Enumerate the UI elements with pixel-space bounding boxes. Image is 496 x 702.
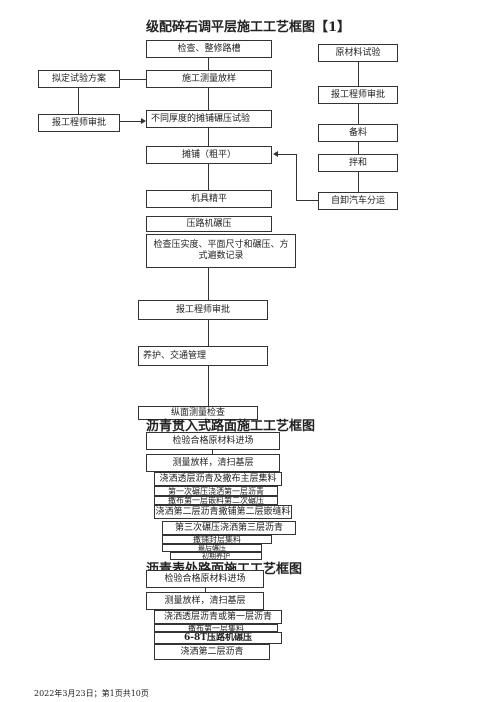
surface-treat-step-3: 浇洒透层沥青或第一层沥青 (154, 610, 282, 624)
section2-title: 沥青贯入式路面施工工艺框图 (146, 419, 316, 434)
asphalt-pen-step-7: 第三次碾压浇洒第三层沥青 (162, 521, 296, 535)
flow-step-inspect: 检查压实度、平面尺寸和碾压、方式遍数记录 (146, 234, 296, 268)
flow-left-trial-plan: 拟定试验方案 (38, 70, 120, 88)
flow-right-mixing: 拌和 (318, 154, 398, 172)
flow-left-approval: 报工程师审批 (38, 114, 120, 132)
flow-step-check-subgrade: 检查、整修路槽 (146, 40, 272, 58)
flow-step-compact: 压路机碾压 (146, 216, 272, 232)
flow-right-haul: 自卸汽车分运 (318, 192, 398, 210)
asphalt-pen-step-9: 最后碾压 (162, 544, 262, 552)
flow-step-profile-check: 纵面测量检查 (138, 406, 258, 420)
asphalt-pen-step-10: 初期养护 (170, 552, 262, 560)
asphalt-pen-step-8: 撒铺封层集料 (162, 535, 272, 544)
flow-right-approval: 报工程师审批 (318, 86, 398, 104)
asphalt-pen-step-4: 第一次碾压浇洒第一层沥青 (154, 486, 278, 496)
flow-step-trial: 不同厚度的摊铺碾压试验 (146, 110, 272, 128)
flow-step-fine-level: 机具精平 (146, 190, 272, 208)
flow-right-stockpile: 备料 (318, 124, 398, 142)
flow-step-spread: 摊铺（粗平） (146, 146, 272, 164)
surface-treat-step-4: 撒布第一层集料 (154, 624, 278, 632)
surface-treat-step-1: 检验合格原材料进场 (146, 570, 264, 588)
flow-right-material-test: 原材料试验 (318, 44, 398, 62)
surface-treat-step-5: 6-8T压路机碾压 (154, 632, 282, 644)
asphalt-pen-step-2: 测量放样，清扫基层 (146, 454, 280, 472)
flow-step-survey: 施工测量放样 (146, 70, 272, 88)
asphalt-pen-step-1: 检验合格原材料进场 (146, 432, 280, 450)
flow-step-approval: 报工程师审批 (138, 300, 268, 320)
page-footer: 2022年3月23日；第1页共10页 (34, 689, 149, 698)
asphalt-pen-step-5: 撒布第一层嵌料第二次碾压 (154, 496, 278, 505)
section1-title: 级配碎石调平层施工工艺框图【1】 (146, 20, 351, 35)
flow-step-maintenance: 养护、交通管理 (138, 346, 268, 366)
surface-treat-step-2: 测量放样，清扫基层 (146, 592, 264, 610)
asphalt-pen-step-6: 浇洒第二层沥青撒铺第二层嵌缝料 (154, 505, 292, 519)
surface-treat-step-6: 浇洒第二层沥青 (154, 644, 270, 660)
asphalt-pen-step-3: 浇洒透层沥青及撒布主层集料 (154, 472, 282, 486)
